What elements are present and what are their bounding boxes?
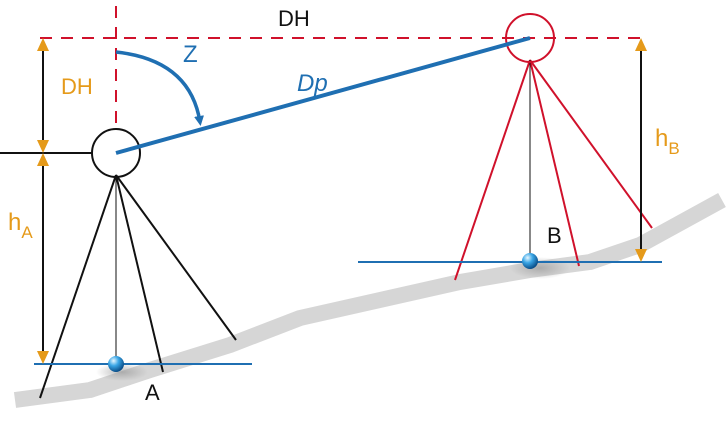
label-zenith-z: Z	[183, 41, 198, 68]
dh-dimension-arrow	[37, 38, 49, 153]
point-a-marker	[108, 356, 124, 372]
label-ha: hA	[8, 209, 33, 242]
label-dp: Dp	[297, 70, 328, 97]
ha-dimension-arrow	[37, 153, 49, 364]
label-hb-sub: B	[668, 139, 679, 158]
label-ha-sub: A	[21, 223, 33, 242]
label-point-b: B	[547, 223, 562, 248]
label-dh-top: DH	[278, 6, 310, 31]
slope-distance-line	[115, 36, 531, 155]
tripod-b	[454, 59, 653, 281]
label-dh-left: DH	[61, 74, 93, 99]
label-point-a: A	[145, 380, 160, 405]
hb-dimension-arrow	[635, 38, 647, 262]
label-ha-main: h	[8, 209, 21, 236]
instrument-a-circle	[91, 128, 141, 178]
zenith-angle-arc	[115, 50, 204, 126]
label-hb: hB	[655, 125, 680, 158]
target-b-circle	[505, 13, 555, 63]
point-b-shadow	[510, 257, 570, 279]
label-hb-main: h	[655, 125, 668, 152]
point-b-marker	[522, 253, 538, 269]
tripod-a	[39, 174, 237, 399]
